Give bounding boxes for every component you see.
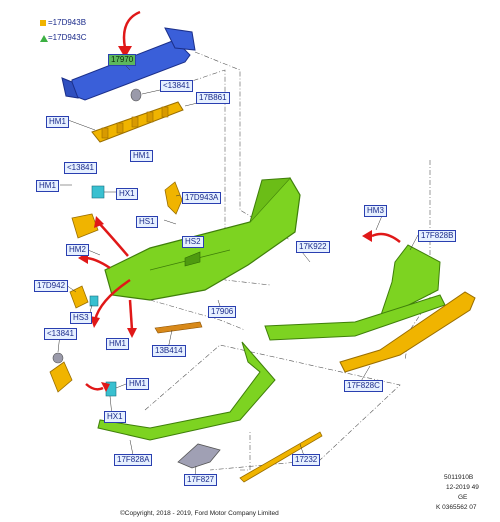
- strip-13b414: [154, 321, 203, 334]
- part-label-hm1-e[interactable]: HM1: [126, 378, 149, 390]
- part-label-13841-mid[interactable]: <13841: [64, 162, 97, 174]
- part-label-17970[interactable]: 17970: [108, 54, 137, 66]
- clip-13841-top: [130, 88, 142, 102]
- energy-absorber: [91, 101, 184, 143]
- part-label-hm1-a[interactable]: HM1: [46, 116, 69, 128]
- part-label-17d943a[interactable]: 17D943A: [182, 192, 222, 204]
- note-part: K 0365562 07: [436, 504, 477, 511]
- bracket-lower-left: [49, 295, 117, 397]
- part-label-13841-low[interactable]: <13841: [44, 328, 77, 340]
- part-label-hs3[interactable]: HS3: [70, 312, 92, 324]
- note-region: GE: [458, 494, 468, 501]
- part-label-hm3[interactable]: HM3: [364, 205, 387, 217]
- note-ref: 5011910B: [444, 474, 474, 481]
- part-label-17f828a[interactable]: 17F828A: [114, 454, 153, 466]
- part-label-17232[interactable]: 17232: [292, 454, 321, 466]
- lower-panel-17f828a: [97, 341, 276, 441]
- note-date: 12-2019 49: [446, 484, 479, 491]
- part-label-17k922[interactable]: 17K922: [296, 241, 330, 253]
- part-label-hm1-c[interactable]: HM1: [36, 180, 59, 192]
- legend-square-text: =17D943B: [48, 18, 86, 28]
- part-label-hx1-b[interactable]: HX1: [104, 411, 126, 423]
- side-panel-17f828b: [379, 244, 441, 319]
- part-label-hm1-b[interactable]: HM1: [130, 150, 153, 162]
- valance-17f828c: [339, 291, 476, 373]
- part-label-17f828b[interactable]: 17F828B: [418, 230, 457, 242]
- bracket-17d942: [69, 285, 89, 309]
- part-label-17906[interactable]: 17906: [208, 306, 237, 318]
- legend-triangle-label: =17D943C: [48, 33, 87, 42]
- part-label-13b414[interactable]: 13B414: [152, 345, 186, 357]
- copyright: ©Copyright, 2018 - 2019, Ford Motor Comp…: [120, 510, 279, 517]
- legend-triangle-text: =17D943C: [48, 33, 86, 43]
- strip-17232: [239, 431, 323, 483]
- part-label-hs2[interactable]: HS2: [182, 236, 204, 248]
- bracket-17f827: [177, 443, 221, 469]
- legend-square-label: =17D943B: [48, 18, 87, 27]
- part-label-17b861[interactable]: 17B861: [196, 92, 230, 104]
- part-label-17f828c[interactable]: 17F828C: [344, 380, 383, 392]
- part-label-17d942[interactable]: 17D942: [34, 280, 69, 292]
- part-label-hm1-d[interactable]: HM1: [106, 338, 129, 350]
- bracket-17d943a: [164, 181, 183, 215]
- legend-square-swatch: [40, 20, 46, 26]
- part-label-hs1[interactable]: HS1: [136, 216, 158, 228]
- bracket-left: [71, 185, 105, 239]
- part-label-hm2[interactable]: HM2: [66, 244, 89, 256]
- diffuser-17f828: [264, 294, 446, 341]
- reinforcement-beam: [61, 27, 196, 101]
- part-label-13841-top[interactable]: <13841: [160, 80, 193, 92]
- part-label-17f827[interactable]: 17F827: [184, 474, 218, 486]
- part-label-hx1-a[interactable]: HX1: [116, 188, 138, 200]
- legend-triangle-swatch: [40, 35, 48, 42]
